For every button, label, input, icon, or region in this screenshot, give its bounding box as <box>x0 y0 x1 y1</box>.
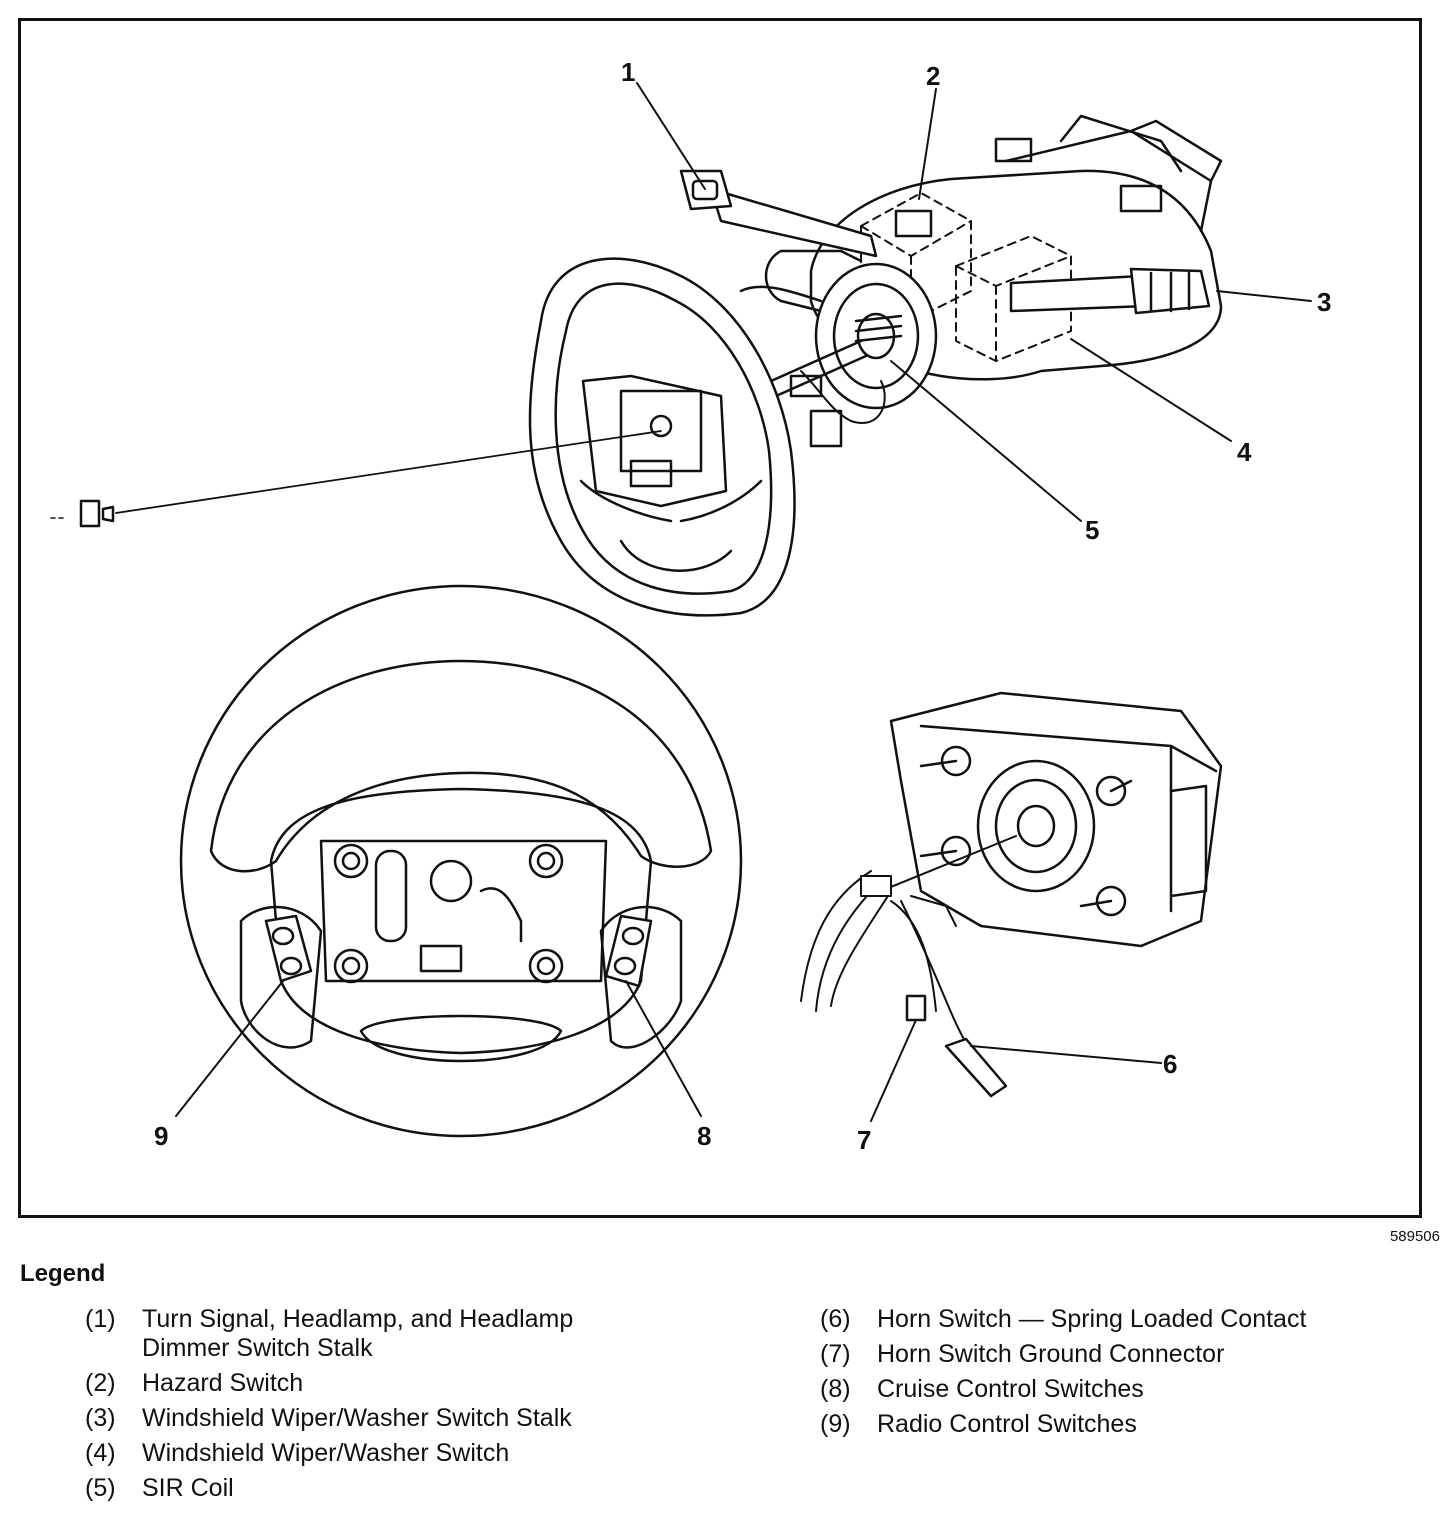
horn-ground-connector <box>905 994 927 1022</box>
radio-control-switches <box>264 914 313 983</box>
legend-item-text: Horn Switch — Spring Loaded Contact <box>877 1305 1307 1333</box>
callout-7: 7 <box>857 1125 872 1155</box>
cruise-control-switches <box>604 914 653 988</box>
legend-item: (7) Horn Switch Ground Connector <box>820 1340 1380 1369</box>
legend-item: (9) Radio Control Switches <box>820 1410 1380 1439</box>
diagram-drawing <box>50 82 1312 1138</box>
legend-item-text: SIR Coil <box>142 1474 234 1502</box>
hub-nut <box>50 430 662 528</box>
legend-item: (8) Cruise Control Switches <box>820 1375 1380 1404</box>
callout-3: 3 <box>1317 287 1332 317</box>
legend-item: (1) Turn Signal, Headlamp, and Headlamp … <box>85 1305 705 1363</box>
legend-item-text: Turn Signal, Headlamp, and Headlamp Dimm… <box>142 1305 574 1362</box>
callout-9: 9 <box>154 1121 169 1151</box>
legend-item-number: (5) <box>85 1474 116 1502</box>
legend-item: (6) Horn Switch — Spring Loaded Contact <box>820 1305 1380 1334</box>
leader-lines <box>175 82 1312 1122</box>
legend-item-text: Radio Control Switches <box>877 1410 1137 1438</box>
diagram-figure: 1 2 3 4 5 6 7 8 9 <box>18 18 1422 1218</box>
sir-coil <box>814 262 938 410</box>
callout-5: 5 <box>1085 515 1100 545</box>
wiper-stalk <box>1009 267 1211 315</box>
turn-signal-stalk <box>679 169 878 258</box>
airbag-module <box>889 691 1223 948</box>
legend-column-right: (6) Horn Switch — Spring Loaded Contact … <box>820 1305 1380 1445</box>
legend-item-text: Hazard Switch <box>142 1369 304 1397</box>
legend-column-left: (1) Turn Signal, Headlamp, and Headlamp … <box>85 1305 705 1509</box>
coil-connector-lower <box>809 409 843 448</box>
callout-4: 4 <box>1237 437 1252 467</box>
legend-item-text: Windshield Wiper/Washer Switch <box>142 1439 510 1467</box>
legend-item-number: (2) <box>85 1369 116 1397</box>
coil-harness <box>800 370 886 424</box>
upper-steering-wheel <box>528 257 796 617</box>
legend-item: (5) SIR Coil <box>85 1474 705 1503</box>
callout-6: 6 <box>1163 1049 1178 1079</box>
steering-column-housing <box>739 114 1223 381</box>
callout-8: 8 <box>697 1121 712 1151</box>
lower-steering-wheel <box>179 584 743 1138</box>
figure-id: 589506 <box>1389 1228 1440 1245</box>
legend-item-number: (1) <box>85 1305 116 1333</box>
legend-item-text: Cruise Control Switches <box>877 1375 1144 1403</box>
legend-item: (2) Hazard Switch <box>85 1369 705 1398</box>
legend-item-number: (8) <box>820 1375 851 1403</box>
legend-title: Legend <box>20 1260 106 1287</box>
callout-2: 2 <box>926 61 941 91</box>
legend-item-number: (4) <box>85 1439 116 1467</box>
legend-item-number: (7) <box>820 1340 851 1368</box>
wiper-switch-outline <box>955 235 1072 362</box>
legend-item-text: Windshield Wiper/Washer Switch Stalk <box>142 1404 572 1432</box>
legend-item-text: Horn Switch Ground Connector <box>877 1340 1225 1368</box>
legend-item: (3) Windshield Wiper/Washer Switch Stalk <box>85 1404 705 1433</box>
hazard-button <box>894 209 933 238</box>
legend-item-number: (6) <box>820 1305 851 1333</box>
horn-spring-contact <box>944 1037 1008 1098</box>
legend-item-number: (3) <box>85 1404 116 1432</box>
legend-item-number: (9) <box>820 1410 851 1438</box>
coil-connector <box>789 374 823 398</box>
legend-item: (4) Windshield Wiper/Washer Switch <box>85 1439 705 1468</box>
callout-1: 1 <box>621 57 636 87</box>
